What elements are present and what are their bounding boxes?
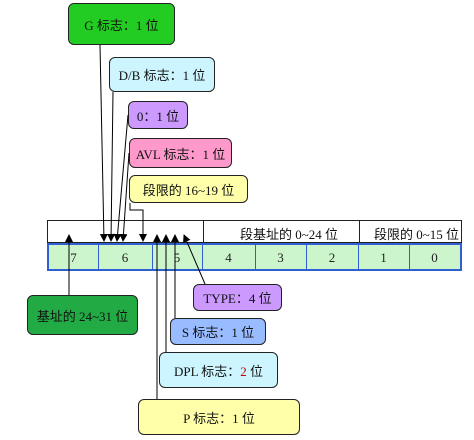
s-flag-label: S 标志：1 位	[170, 318, 266, 345]
byte-3: 3	[277, 250, 284, 265]
byte-4: 4	[225, 250, 232, 265]
p-flag-label: P 标志：1 位	[138, 399, 300, 435]
base-low-label: 段基址的 0~24 位	[240, 227, 339, 242]
s-flag-text: S 标志：1 位	[181, 325, 255, 340]
g-flag-arrow	[99, 44, 108, 242]
byte-divider	[255, 245, 256, 269]
byte-1: 1	[380, 250, 387, 265]
dpl-flag-label: DPL 标志：2 位	[159, 352, 278, 388]
byte-2: 2	[328, 250, 336, 265]
base-high-text: 基址的 24~31 位	[36, 308, 129, 324]
dpl-suffix: 位	[246, 363, 264, 379]
byte-divider	[202, 245, 203, 269]
limit-high-label: 段限的 16~19 位	[129, 175, 248, 203]
base-high-label: 基址的 24~31 位	[27, 295, 138, 335]
avl-flag-text: AVL 标志：1 位	[135, 146, 226, 162]
g-flag-text: G 标志：1 位	[84, 17, 159, 33]
byte-divider	[358, 245, 359, 269]
db-flag-label: D/B 标志：1 位	[109, 57, 215, 92]
avl-flag-arrow	[119, 152, 130, 242]
type-field-arrow	[183, 234, 206, 285]
avl-flag-label: AVL 标志：1 位	[129, 138, 232, 168]
dpl-value: 2	[240, 363, 247, 379]
zero-bit-label: 0：1 位	[128, 101, 188, 129]
db-flag-text: D/B 标志：1 位	[118, 68, 206, 83]
byte-divider	[409, 245, 410, 269]
descriptor-byte-row: 7 6 5 4 3 2 1 0	[47, 243, 462, 271]
p-flag-text: P 标志：1 位	[183, 410, 255, 426]
limit-high-text: 段限的 16~19 位	[142, 182, 235, 198]
zero-bit-arrow	[113, 114, 129, 242]
byte-7: 7	[70, 250, 77, 265]
dpl-prefix: DPL 标志：	[173, 363, 241, 379]
type-field-label: TYPE：4 位	[193, 284, 282, 311]
zero-bit-text: 0：1 位	[136, 108, 180, 124]
byte-divider	[98, 245, 99, 269]
byte-divider	[306, 245, 307, 269]
byte-divider	[152, 245, 153, 269]
limit-low-label: 段限的 0~15 位	[374, 227, 460, 242]
header-divider	[203, 221, 204, 244]
byte-5: 5	[173, 250, 181, 265]
g-flag-label: G 标志：1 位	[68, 3, 175, 45]
byte-6: 6	[121, 250, 129, 265]
byte-0: 0	[431, 250, 438, 265]
dpl-flag-text: DPL 标志：2 位	[174, 361, 263, 380]
segment-descriptor: 段基址的 0~24 位 段限的 0~15 位 7 6 5 4 3 2 1 0	[47, 220, 462, 271]
descriptor-header-row: 段基址的 0~24 位 段限的 0~15 位	[47, 220, 462, 244]
db-flag-arrow	[107, 91, 116, 242]
header-divider	[359, 221, 360, 244]
limit-high-arrow	[129, 203, 147, 242]
type-field-text: TYPE：4 位	[203, 291, 272, 306]
